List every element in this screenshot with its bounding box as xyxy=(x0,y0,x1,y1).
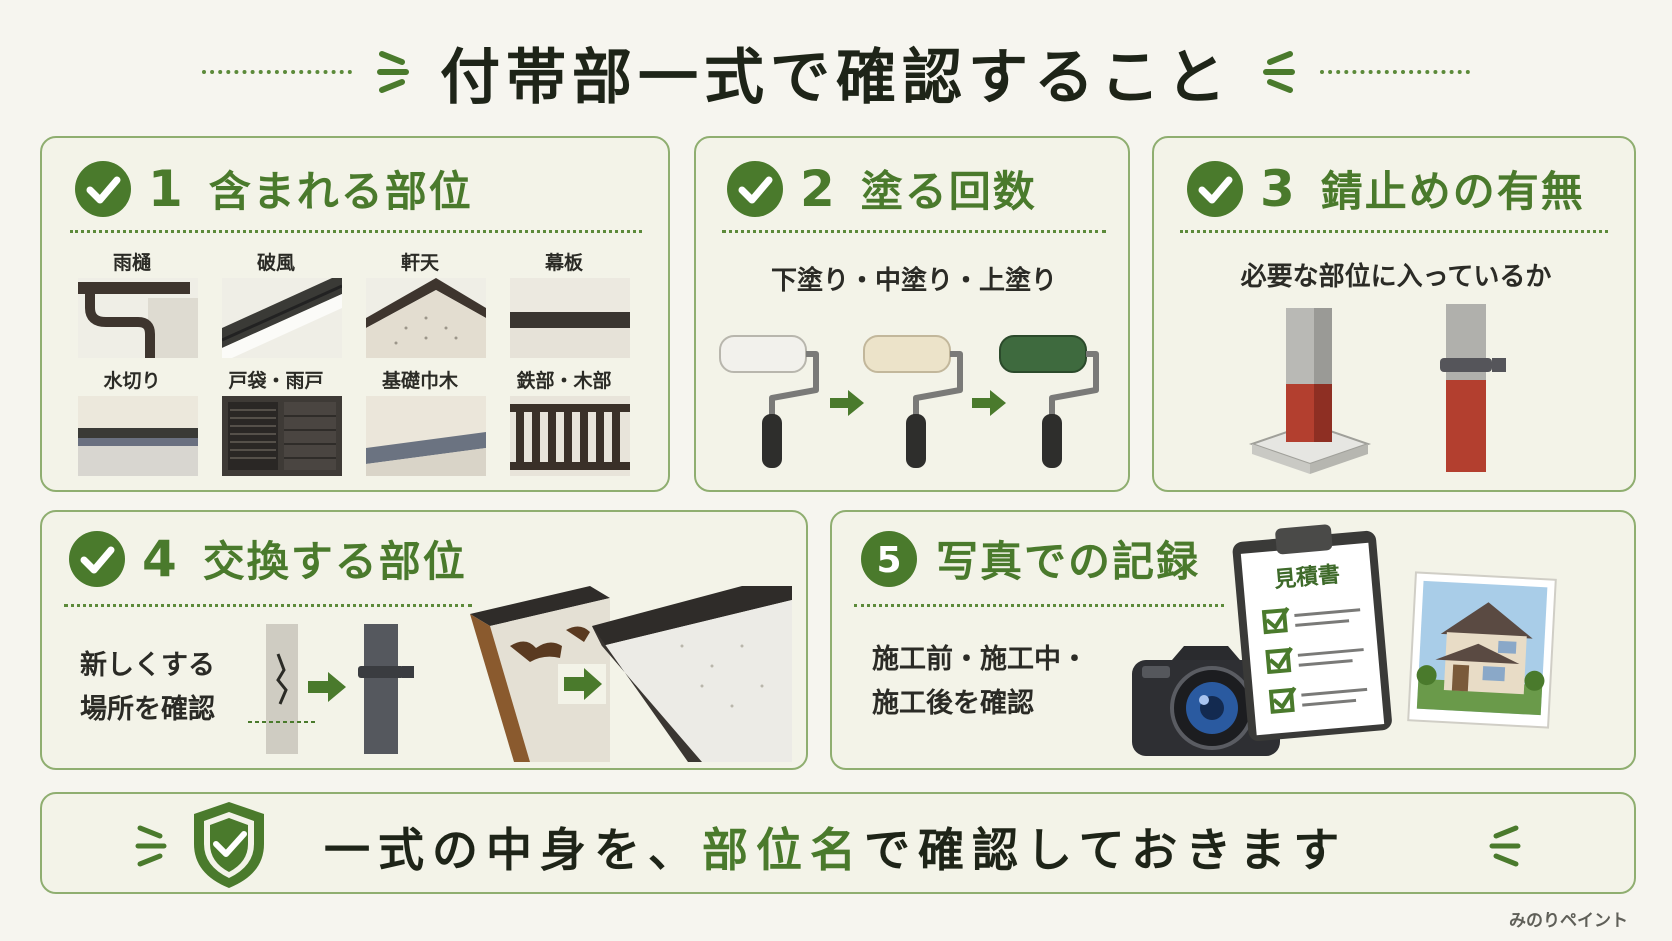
part-label-shutter: 戸袋・雨戸 xyxy=(228,370,324,392)
check-circle-icon xyxy=(75,160,131,217)
card-4-title: 交換する部位 xyxy=(202,537,467,586)
trim-board-illustration xyxy=(510,278,630,358)
part-label-flashing: 水切り xyxy=(103,370,161,392)
soffit-illustration xyxy=(366,278,486,358)
card-4-header: 4 交換する部位 xyxy=(68,528,467,589)
card-1-header: 1 含まれる部位 xyxy=(74,158,473,219)
footer-message-part-2: で確認しておきます xyxy=(864,823,1348,877)
card-3-number: 3 xyxy=(1260,159,1295,218)
shutter-illustration xyxy=(222,396,342,476)
card-included-parts: 1 含まれる部位 雨樋 破風 軒天 幕板 水切り 戸袋・雨戸 基礎巾木 鉄部・木… xyxy=(40,136,670,492)
card-1-title: 含まれる部位 xyxy=(208,167,473,216)
flashing-illustration xyxy=(78,396,198,476)
new-soffit-illustration xyxy=(592,586,792,762)
sparkle-right-icon xyxy=(1263,51,1295,93)
part-label-trim-board: 幕板 xyxy=(544,252,583,274)
gutter-illustration xyxy=(78,278,198,358)
card-2-number: 2 xyxy=(800,159,835,218)
arrow-right-icon xyxy=(308,672,346,702)
paint-roller-cream-icon xyxy=(863,335,963,468)
card-3-divider xyxy=(1180,230,1608,233)
arrow-right-icon xyxy=(558,664,606,704)
card-2-divider xyxy=(722,230,1106,233)
cracked-pipe-illustration xyxy=(248,624,318,754)
paint-roller-green-icon xyxy=(999,335,1099,468)
photo-text-line-1: 施工前・施工中・ xyxy=(872,644,1088,675)
card-4-number: 4 xyxy=(142,529,177,588)
card-1-divider xyxy=(70,230,642,233)
rust-check-text: 必要な部位に入っているか xyxy=(1240,262,1552,292)
sparkle-right-icon xyxy=(1489,825,1521,867)
new-pipe-illustration xyxy=(358,624,414,754)
arrow-right-icon xyxy=(830,390,864,416)
footer-message-highlight: 部位名 xyxy=(702,823,864,877)
svg-text:5: 5 xyxy=(876,540,901,581)
footer-message: 一式の中身を、部位名で確認しておきます xyxy=(324,814,1347,880)
footer-message-part-1: 一式の中身を、 xyxy=(324,823,702,877)
part-label-soffit: 軒天 xyxy=(400,252,439,274)
part-label-fascia: 破風 xyxy=(256,252,295,274)
check-circle-icon xyxy=(727,160,783,217)
svg-text:見積書: 見積書 xyxy=(1273,561,1341,593)
paint-roller-white-icon xyxy=(719,335,819,468)
title-dotted-line-right xyxy=(1320,70,1470,74)
replacement-text-line-1: 新しくする xyxy=(80,650,215,681)
damaged-soffit-illustration xyxy=(470,586,610,762)
baseboard-illustration xyxy=(366,396,486,476)
square-post-rustproof-illustration xyxy=(1248,308,1372,474)
sparkle-left-icon xyxy=(377,51,409,93)
arrow-right-icon xyxy=(972,390,1006,416)
camera-icon xyxy=(1132,646,1280,756)
brand-name: みのりペイント xyxy=(1509,911,1628,931)
iron-wood-railing-illustration xyxy=(510,396,630,476)
card-5-header: 5 写真での記録 xyxy=(860,528,1200,589)
card-replacement-parts: 4 交換する部位 新しくする 場所を確認 xyxy=(40,510,808,770)
part-label-foundation-baseboard: 基礎巾木 xyxy=(381,370,458,392)
card-rust-prevention: 3 錆止めの有無 必要な部位に入っているか xyxy=(1152,136,1636,492)
card-1-number: 1 xyxy=(148,159,183,218)
card-5-title: 写真での記録 xyxy=(936,537,1201,586)
part-label-gutter: 雨樋 xyxy=(112,252,151,274)
sparkle-left-icon xyxy=(135,825,167,867)
fascia-illustration xyxy=(222,278,342,358)
footer-banner: 一式の中身を、部位名で確認しておきます xyxy=(40,792,1636,894)
check-circle-icon xyxy=(69,530,125,587)
card-photo-record: 5 写真での記録 施工前・施工中・ 施工後を確認 見積書 xyxy=(830,510,1636,770)
page-header: 付帯部一式で確認すること xyxy=(0,22,1672,122)
photo-text-line-2: 施工後を確認 xyxy=(872,688,1034,719)
card-3-title: 錆止めの有無 xyxy=(1320,167,1585,216)
card-coat-count: 2 塗る回数 下塗り・中塗り・上塗り xyxy=(694,136,1130,492)
part-label-metal-wood: 鉄部・木部 xyxy=(516,370,612,392)
replacement-text-line-2: 場所を確認 xyxy=(80,694,215,725)
number-5-circle-icon: 5 xyxy=(861,530,917,587)
check-circle-icon xyxy=(1187,160,1243,217)
house-photo-icon xyxy=(1407,571,1557,729)
card-4-divider xyxy=(64,604,472,607)
coat-steps-text: 下塗り・中塗り・上塗り xyxy=(770,266,1057,296)
card-2-title: 塗る回数 xyxy=(860,167,1037,216)
round-pipe-rustproof-illustration xyxy=(1440,304,1506,472)
card-5-divider xyxy=(854,604,1224,607)
card-3-header: 3 錆止めの有無 xyxy=(1186,158,1585,219)
shield-check-icon xyxy=(194,802,264,888)
title-dotted-line-left xyxy=(202,70,352,74)
clipboard-icon: 見積書 xyxy=(1232,524,1392,742)
page-title: 付帯部一式で確認すること xyxy=(440,42,1232,113)
card-2-header: 2 塗る回数 xyxy=(726,158,1037,219)
